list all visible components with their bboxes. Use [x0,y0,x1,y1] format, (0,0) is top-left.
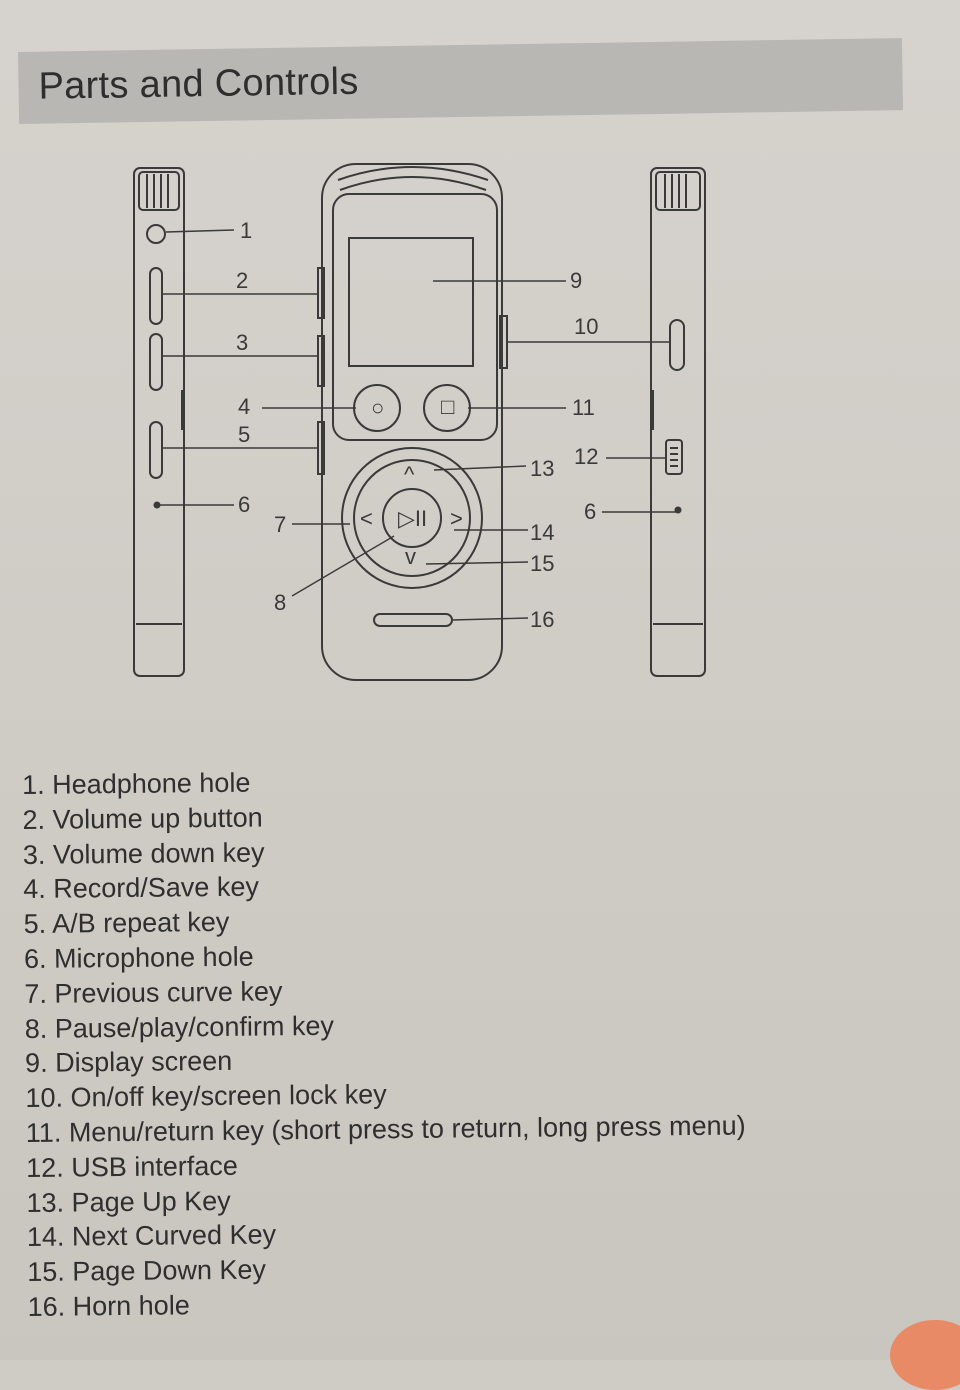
section-title: Parts and Controls [38,60,359,108]
headphone-hole [146,224,166,244]
volume-up-button-side [149,267,163,325]
volume-down-button-side [149,333,163,391]
left-arrow-icon: < [360,506,373,531]
record-glyph: ○ [371,395,384,420]
down-arrow-icon: v [405,544,416,569]
callout-9: 9 [570,268,582,293]
callout-7: 7 [274,512,286,537]
callout-10: 10 [574,314,598,339]
callout-numbers: 1 2 3 4 5 6 7 8 9 10 11 12 13 14 15 16 6 [236,218,598,632]
callout-11: 11 [572,395,595,420]
callout-12: 12 [574,444,598,469]
callout-13: 13 [530,456,554,481]
menu-glyph: □ [441,394,454,419]
microphone-hole-right [674,506,682,514]
section-title-bar: Parts and Controls [18,38,904,124]
callout-3: 3 [236,330,248,355]
pause-play-confirm-key [382,488,442,548]
up-arrow-icon: ^ [404,462,415,487]
callout-6-right: 6 [584,499,596,524]
callout-15: 15 [530,551,554,576]
callout-8: 8 [274,590,286,615]
finger-edge [890,1320,960,1390]
callout-2: 2 [236,268,248,293]
callout-5: 5 [238,422,250,447]
display-panel [332,193,498,441]
display-screen [348,237,474,367]
ab-repeat-button-side [149,421,163,479]
right-side-view [650,167,706,677]
leader-lines [160,229,676,621]
callout-16: 16 [530,607,554,632]
callout-6-left: 6 [238,492,250,517]
callout-4: 4 [238,394,250,419]
microphone-hole-left [153,501,161,509]
right-arrow-icon: > [450,506,463,531]
device-diagram: ○ □ ^ v < > ▷II 1 2 3 4 5 6 7 8 9 10 11 … [133,163,706,681]
horn-hole [373,613,453,627]
callout-14: 14 [530,520,554,545]
parts-list: 1. Headphone hole 2. Volume up button 3.… [22,759,928,1325]
front-view [317,163,508,681]
navigation-ring [341,447,483,589]
button-glyphs: ○ □ ^ v < > ▷II [360,394,463,569]
callout-1: 1 [240,218,252,243]
play-pause-icon: ▷II [398,506,427,531]
left-side-view [133,167,185,677]
usb-interface [665,439,683,475]
power-lock-button-side [669,319,685,371]
